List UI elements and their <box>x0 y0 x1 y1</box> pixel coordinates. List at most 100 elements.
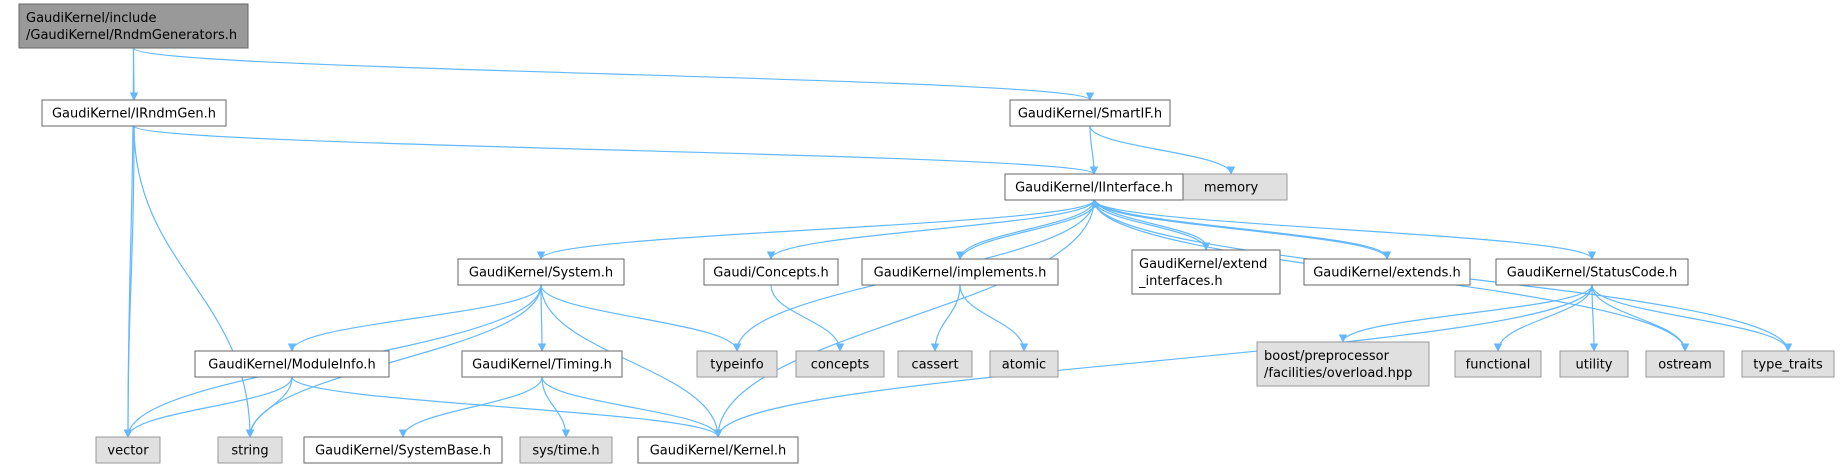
node-label-boostpp: boost/preprocessor <box>1264 349 1390 364</box>
node-smartif[interactable]: GaudiKernel/SmartIF.h <box>1009 99 1171 127</box>
node-box-moduleinfo[interactable] <box>194 350 390 378</box>
node-irndmgen[interactable]: GaudiKernel/IRndmGen.h <box>41 99 227 127</box>
node-label-root: /GaudiKernel/RndmGenerators.h <box>26 28 237 43</box>
node-box-memory[interactable] <box>1174 173 1288 201</box>
edge-statuscode-to-functional <box>1493 284 1593 352</box>
node-systime[interactable]: sys/time.h <box>519 436 613 464</box>
node-box-concepts_h[interactable] <box>703 258 839 286</box>
node-label-utility: utility <box>1576 358 1613 373</box>
edge-implements-to-cassert <box>930 284 961 352</box>
node-timing[interactable]: GaudiKernel/Timing.h <box>461 350 623 378</box>
node-box-atomic[interactable] <box>989 350 1059 378</box>
edge-irndmgen-to-string <box>133 125 255 438</box>
node-box-typeinfo[interactable] <box>696 350 778 378</box>
node-vector[interactable]: vector <box>95 436 161 464</box>
node-box-extend_if[interactable] <box>1131 249 1281 295</box>
node-box-systembase[interactable] <box>303 436 503 464</box>
node-string[interactable]: string <box>217 436 283 464</box>
node-box-root[interactable] <box>18 3 249 49</box>
node-box-statuscode[interactable] <box>1495 258 1689 286</box>
node-label-kernel: GaudiKernel/Kernel.h <box>650 444 787 459</box>
file-nodes: GaudiKernel/include/GaudiKernel/RndmGene… <box>18 3 1835 464</box>
node-label-extends: GaudiKernel/extends.h <box>1313 266 1461 281</box>
node-box-ostream[interactable] <box>1645 350 1725 378</box>
node-label-cassert: cassert <box>911 358 958 373</box>
node-label-moduleinfo: GaudiKernel/ModuleInfo.h <box>208 358 375 373</box>
node-label-irndmgen: GaudiKernel/IRndmGen.h <box>52 107 216 122</box>
node-box-extends[interactable] <box>1303 258 1471 286</box>
node-iinterface[interactable]: GaudiKernel/IInterface.h <box>1004 173 1184 201</box>
edge-concepts_h-to-concepts <box>770 284 845 352</box>
edge-moduleinfo-to-vector <box>123 376 293 438</box>
node-box-kernel[interactable] <box>637 436 799 464</box>
node-functional[interactable]: functional <box>1454 350 1542 378</box>
node-kernel[interactable]: GaudiKernel/Kernel.h <box>637 436 799 464</box>
node-extends[interactable]: GaudiKernel/extends.h <box>1303 258 1471 286</box>
edge-moduleinfo-to-string <box>245 376 293 438</box>
node-label-system: GaudiKernel/System.h <box>469 266 613 281</box>
node-label-vector: vector <box>107 444 149 459</box>
node-box-vector[interactable] <box>95 436 161 464</box>
node-systembase[interactable]: GaudiKernel/SystemBase.h <box>303 436 503 464</box>
node-box-systime[interactable] <box>519 436 613 464</box>
node-box-smartif[interactable] <box>1009 99 1171 127</box>
edge-system-to-timing <box>537 284 547 352</box>
edge-smartif-to-iinterface <box>1089 125 1099 175</box>
node-cassert[interactable]: cassert <box>897 350 973 378</box>
edge-extend_if-to-iinterface <box>1093 199 1207 251</box>
node-moduleinfo[interactable]: GaudiKernel/ModuleInfo.h <box>194 350 390 378</box>
node-implements[interactable]: GaudiKernel/implements.h <box>861 258 1059 286</box>
node-typeinfo[interactable]: typeinfo <box>696 350 778 378</box>
node-memory[interactable]: memory <box>1174 173 1288 201</box>
edge-irndmgen-to-iinterface <box>133 125 1098 175</box>
node-label-concepts: concepts <box>811 358 870 373</box>
node-label-smartif: GaudiKernel/SmartIF.h <box>1018 107 1162 122</box>
node-label-functional: functional <box>1466 358 1531 373</box>
node-extend_if[interactable]: GaudiKernel/extend_interfaces.h <box>1131 249 1281 295</box>
edge-implements-to-atomic <box>959 284 1029 352</box>
node-box-string[interactable] <box>217 436 283 464</box>
node-box-type_traits[interactable] <box>1741 350 1835 378</box>
edge-iinterface-to-implements <box>955 199 1095 260</box>
node-label-systembase: GaudiKernel/SystemBase.h <box>315 444 491 459</box>
node-utility[interactable]: utility <box>1559 350 1629 378</box>
node-label-systime: sys/time.h <box>532 444 599 459</box>
node-ostream[interactable]: ostream <box>1645 350 1725 378</box>
edge-timing-to-systembase <box>398 376 543 438</box>
node-boostpp[interactable]: boost/preprocessor/facilities/overload.h… <box>1256 341 1430 387</box>
node-concepts[interactable]: concepts <box>795 350 885 378</box>
node-atomic[interactable]: atomic <box>989 350 1059 378</box>
node-label-iinterface: GaudiKernel/IInterface.h <box>1015 181 1173 196</box>
node-box-system[interactable] <box>457 258 625 286</box>
node-label-extend_if: _interfaces.h <box>1138 274 1223 289</box>
edge-smartif-to-memory <box>1089 125 1236 175</box>
node-label-memory: memory <box>1204 181 1259 196</box>
node-system[interactable]: GaudiKernel/System.h <box>457 258 625 286</box>
edge-timing-to-kernel <box>541 376 723 438</box>
edge-statuscode-to-ostream <box>1591 284 1690 352</box>
node-statuscode[interactable]: GaudiKernel/StatusCode.h <box>1495 258 1689 286</box>
node-box-cassert[interactable] <box>897 350 973 378</box>
node-box-iinterface[interactable] <box>1004 173 1184 201</box>
node-label-string: string <box>231 444 268 459</box>
node-box-functional[interactable] <box>1454 350 1542 378</box>
node-box-utility[interactable] <box>1559 350 1629 378</box>
node-label-timing: GaudiKernel/Timing.h <box>472 358 612 373</box>
node-box-implements[interactable] <box>861 258 1059 286</box>
edge-iinterface-to-system <box>536 199 1095 260</box>
edge-root-to-smartif <box>132 47 1094 101</box>
node-concepts_h[interactable]: Gaudi/Concepts.h <box>703 258 839 286</box>
edge-statuscode-to-utility <box>1589 284 1599 352</box>
node-box-irndmgen[interactable] <box>41 99 227 127</box>
node-box-boostpp[interactable] <box>1256 341 1430 387</box>
node-label-statuscode: GaudiKernel/StatusCode.h <box>1507 266 1677 281</box>
edge-system-to-typeinfo <box>540 284 742 352</box>
node-label-root: GaudiKernel/include <box>26 11 156 26</box>
node-label-implements: GaudiKernel/implements.h <box>874 266 1047 281</box>
edge-statuscode-to-boostpp <box>1338 284 1593 343</box>
node-box-concepts[interactable] <box>795 350 885 378</box>
node-root[interactable]: GaudiKernel/include/GaudiKernel/RndmGene… <box>18 3 249 49</box>
node-box-timing[interactable] <box>461 350 623 378</box>
node-type_traits[interactable]: type_traits <box>1741 350 1835 378</box>
node-label-typeinfo: typeinfo <box>710 358 763 373</box>
